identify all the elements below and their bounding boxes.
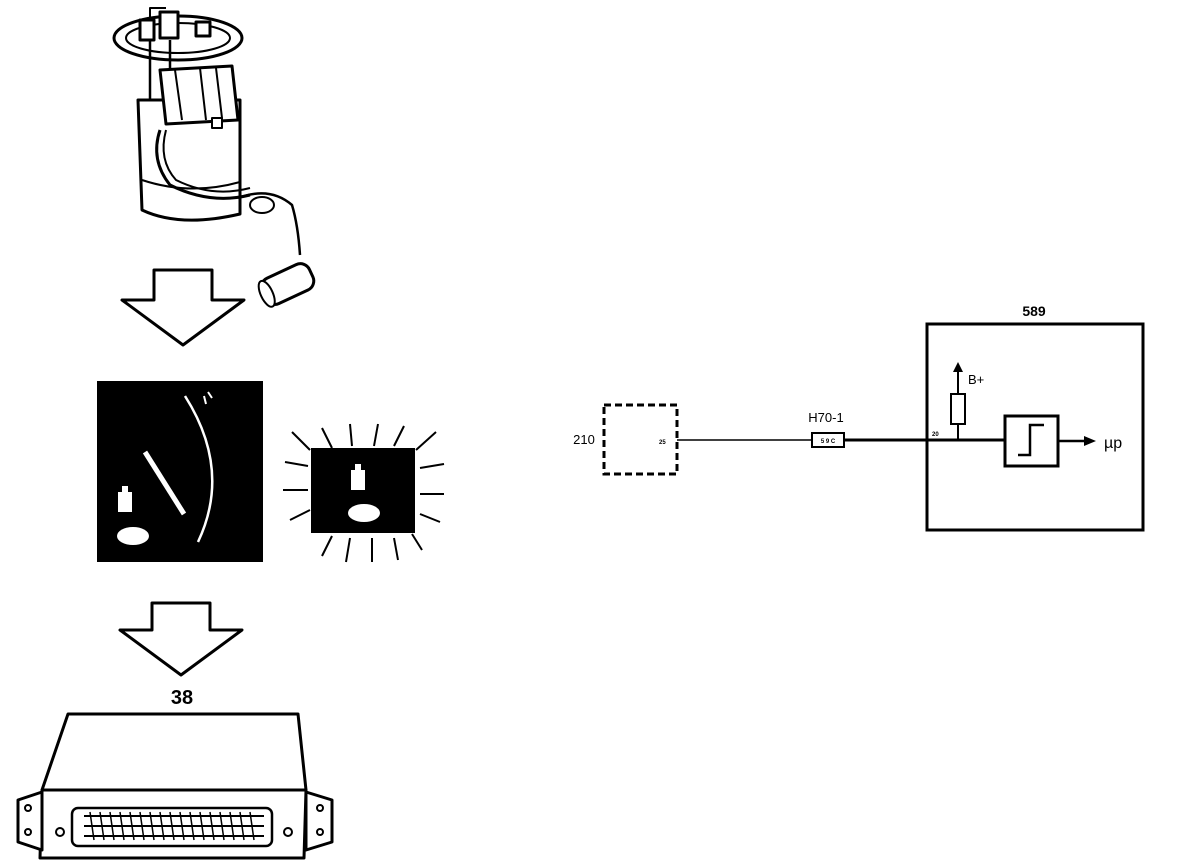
low-fuel-warning-lamp xyxy=(283,423,445,563)
connector-label: H70-1 xyxy=(808,410,843,425)
ecu-label: 38 xyxy=(171,687,193,709)
component-210-box xyxy=(602,403,679,476)
component-210-label: 210 xyxy=(573,432,595,447)
supply-label: B+ xyxy=(968,372,984,387)
schmitt-trigger-block xyxy=(1003,414,1060,468)
module-589-box xyxy=(925,322,1145,532)
pullup-resistor xyxy=(950,393,966,425)
output-label: µp xyxy=(1104,435,1122,452)
flow-arrow-down-icon xyxy=(118,601,244,677)
connector-pins: 5 9 C xyxy=(821,439,836,445)
ecu-control-unit xyxy=(16,712,334,860)
component-210-pin: 25 xyxy=(659,440,666,446)
fuel-pump-sender-illustration xyxy=(112,7,316,308)
schmitt-trigger-icon xyxy=(1018,423,1044,457)
module-589-label: 589 xyxy=(1022,303,1046,319)
lamp-glow-rays-icon xyxy=(283,423,445,563)
supply-arrow-up-icon xyxy=(953,362,963,372)
output-arrow-icon xyxy=(1084,436,1096,446)
module-589-pin: 20 xyxy=(932,432,939,438)
flow-arrow-down-icon xyxy=(120,268,246,347)
fuel-gauge xyxy=(97,381,263,562)
